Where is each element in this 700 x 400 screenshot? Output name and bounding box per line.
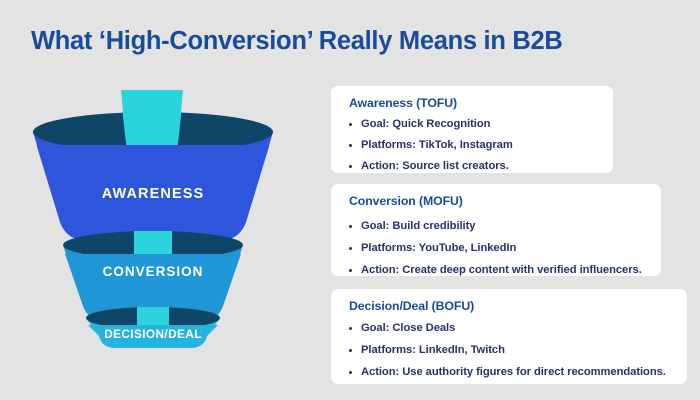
list-item: Goal: Quick Recognition (343, 114, 601, 135)
card-heading: Decision/Deal (BOFU) (349, 299, 475, 313)
list-item: Action: Create deep content with verifie… (343, 259, 649, 281)
stage-card-conversion: Conversion (MOFU) Goal: Build credibilit… (331, 184, 661, 276)
funnel-label-conversion: CONVERSION (103, 264, 204, 279)
funnel-stage-conversion: CONVERSION (63, 231, 243, 321)
list-item: Goal: Build credibility (343, 215, 649, 237)
stage-card-decision: Decision/Deal (BOFU) Goal: Close Deals P… (331, 289, 687, 384)
card-bullet-list: Goal: Quick Recognition Platforms: TikTo… (343, 114, 601, 177)
list-item: Action: Use authority figures for direct… (343, 361, 675, 383)
page-title: What ‘High-Conversion’ Really Means in B… (31, 27, 563, 55)
card-bullet-list: Goal: Build credibility Platforms: YouTu… (343, 215, 649, 281)
list-item: Platforms: LinkedIn, Twitch (343, 339, 675, 361)
list-item: Platforms: YouTube, LinkedIn (343, 237, 649, 259)
funnel-stage-decision: DECISION/DEAL (86, 307, 220, 348)
list-item: Action: Source list creators. (343, 156, 601, 177)
card-heading: Conversion (MOFU) (349, 194, 463, 208)
funnel-stage-awareness: AWARENESS (33, 112, 273, 240)
card-bullet-list: Goal: Close Deals Platforms: LinkedIn, T… (343, 317, 675, 383)
list-item: Platforms: TikTok, Instagram (343, 135, 601, 156)
funnel-label-awareness: AWARENESS (102, 186, 205, 202)
funnel-label-decision: DECISION/DEAL (104, 327, 202, 341)
conversion-funnel-diagram: AWARENESS CONVERSION DECISION/DEAL (18, 90, 288, 365)
stage-card-awareness: Awareness (TOFU) Goal: Quick Recognition… (331, 86, 613, 173)
list-item: Goal: Close Deals (343, 317, 675, 339)
card-heading: Awareness (TOFU) (349, 96, 457, 110)
